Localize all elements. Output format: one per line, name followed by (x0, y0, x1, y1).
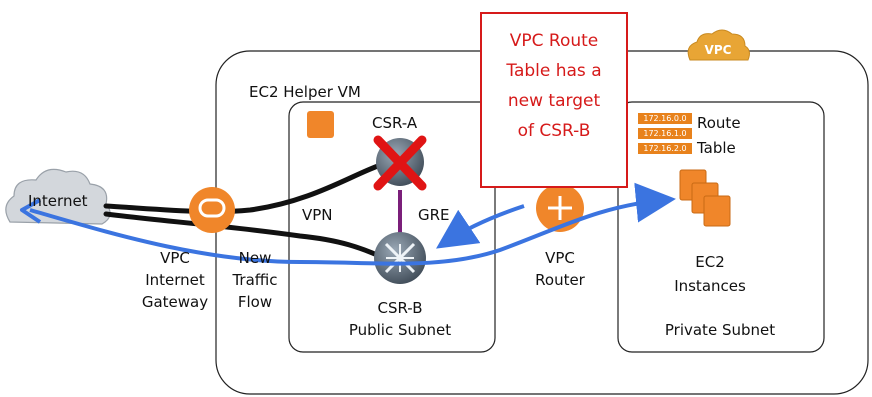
internet-label: Internet (28, 192, 88, 210)
ec2-instances-icon (679, 169, 731, 227)
vpc-badge-label: VPC (704, 43, 732, 57)
new-flow-label-line2: Traffic (232, 271, 278, 289)
vpc-badge-icon (687, 29, 750, 61)
new-flow-label-line3: Flow (237, 293, 273, 311)
internet-gateway-icon (189, 187, 235, 233)
private-subnet-box (617, 101, 825, 353)
vpc-router-label-line1: VPC (545, 249, 575, 267)
csr-a-label: CSR-A (372, 114, 418, 132)
callout-line-2: Table has a (506, 61, 602, 81)
router-icon (374, 232, 426, 284)
route-table-callout: VPC Route Table has a new target of CSR-… (480, 12, 628, 188)
igw-label-line1: VPC (160, 249, 190, 267)
route-table-icon: 172.16.2.0 (638, 143, 692, 154)
vpc-router-icon (536, 184, 584, 232)
ec2-instances-label-line2: Instances (674, 277, 746, 295)
route-table-icon: 172.16.0.0 (638, 113, 692, 124)
route-table-label-line2: Table (697, 139, 736, 157)
red-x-icon (373, 135, 427, 191)
ec2-instance-icon (307, 111, 334, 138)
callout-line-1: VPC Route (509, 31, 599, 51)
vpn-tunnel-line (103, 163, 381, 215)
route-table-icon: 172.16.1.0 (638, 128, 692, 139)
csr-b-label: CSR-B (377, 299, 423, 317)
private-subnet-label: Private Subnet (664, 321, 776, 339)
new-flow-label-line1: New (238, 249, 272, 267)
gre-label: GRE (418, 206, 450, 224)
igw-label-line2: Internet (145, 271, 205, 289)
vpc-router-label-line2: Router (535, 271, 585, 289)
route-table-label-line1: Route (697, 114, 741, 132)
ec2-helper-vm-label: EC2 Helper VM (249, 83, 361, 101)
callout-line-3: new target (507, 91, 601, 111)
public-subnet-box (288, 101, 496, 353)
public-subnet-label: Public Subnet (348, 321, 452, 339)
ec2-instances-label-line1: EC2 (695, 253, 725, 271)
vpn-label: VPN (302, 206, 333, 224)
new-traffic-flow-line (29, 182, 676, 266)
callout-line-4: of CSR-B (517, 121, 591, 141)
traffic-line-to-csr-b (103, 211, 387, 261)
route-to-csr-b-line (436, 204, 525, 249)
new-traffic-flow-arrowhead-left (20, 198, 42, 224)
igw-label-line3: Gateway (141, 293, 209, 311)
